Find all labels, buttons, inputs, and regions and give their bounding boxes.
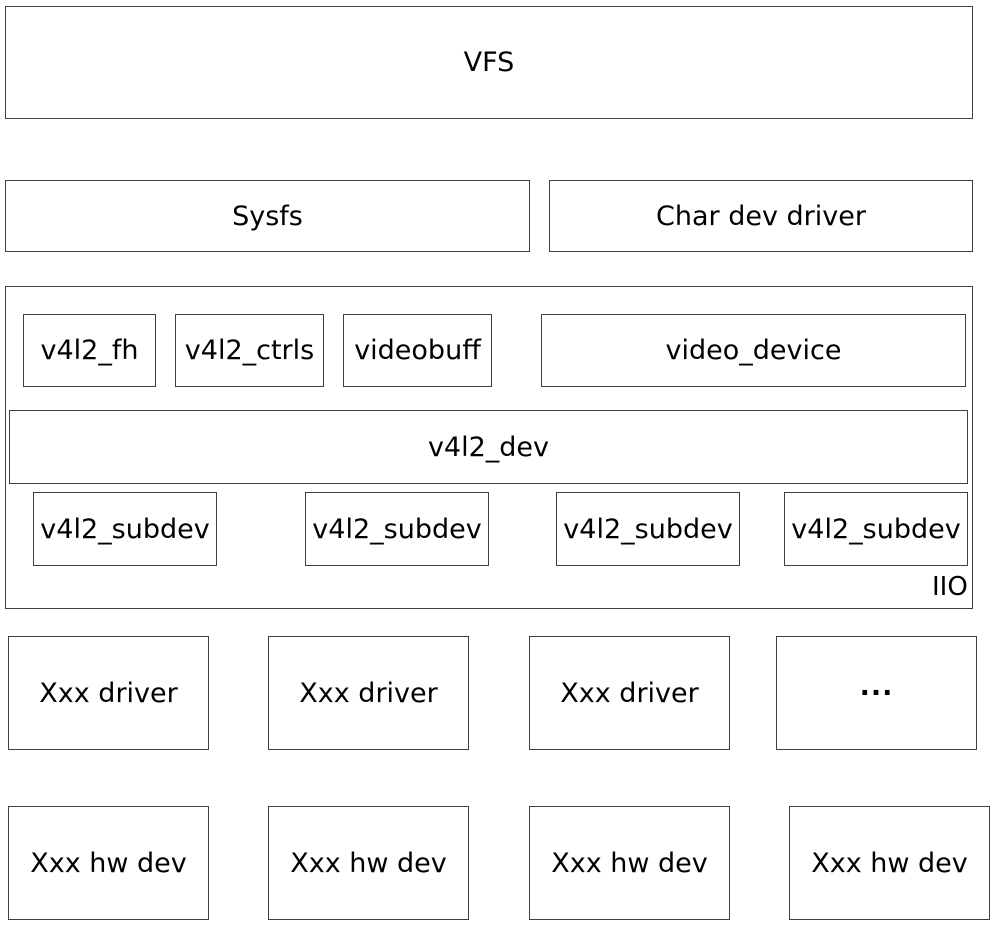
v4l2-subdev-label: v4l2_subdev: [563, 513, 733, 545]
v4l2-subdev-block: v4l2_subdev: [556, 492, 740, 566]
driver-label: Xxx driver: [299, 677, 438, 709]
hw-dev-block: Xxx hw dev: [529, 806, 730, 920]
hw-dev-block: Xxx hw dev: [268, 806, 469, 920]
v4l2-subdev-label: v4l2_subdev: [40, 513, 210, 545]
driver-block: Xxx driver: [8, 636, 209, 750]
v4l2-subdev-label: v4l2_subdev: [791, 513, 961, 545]
hw-dev-label: Xxx hw dev: [811, 847, 968, 879]
hw-dev-block: Xxx hw dev: [789, 806, 990, 920]
vfs-block: VFS: [5, 6, 973, 119]
hw-dev-block: Xxx hw dev: [8, 806, 209, 920]
hw-dev-label: Xxx hw dev: [30, 847, 187, 879]
char-dev-driver-label: Char dev driver: [656, 200, 866, 232]
videobuff-block: videobuff: [343, 314, 492, 387]
sysfs-label: Sysfs: [232, 200, 303, 232]
v4l2-dev-label: v4l2_dev: [427, 431, 550, 463]
v4l2-subdev-block: v4l2_subdev: [305, 492, 489, 566]
hw-dev-label: Xxx hw dev: [290, 847, 447, 879]
v4l2-ctrls-label: v4l2_ctrls: [184, 335, 315, 366]
hw-dev-label: Xxx hw dev: [551, 847, 708, 879]
videobuff-label: videobuff: [354, 335, 481, 366]
driver-block: Xxx driver: [268, 636, 469, 750]
sysfs-block: Sysfs: [5, 180, 530, 252]
iio-label: IIO: [932, 572, 968, 602]
v4l2-subdev-block: v4l2_subdev: [33, 492, 217, 566]
driver-block: Xxx driver: [529, 636, 730, 750]
v4l2-fh-label: v4l2_fh: [40, 335, 139, 366]
v4l2-dev-block: v4l2_dev: [9, 410, 968, 484]
char-dev-driver-block: Char dev driver: [549, 180, 973, 252]
v4l2-ctrls-block: v4l2_ctrls: [175, 314, 324, 387]
v4l2-subdev-block: v4l2_subdev: [784, 492, 968, 566]
v4l2-fh-block: v4l2_fh: [23, 314, 156, 387]
ellipsis-block: ···: [776, 636, 977, 750]
v4l2-subdev-label: v4l2_subdev: [312, 513, 482, 545]
driver-label: Xxx driver: [39, 677, 178, 709]
video-device-block: video_device: [541, 314, 966, 387]
ellipsis-label: ···: [859, 677, 894, 709]
driver-label: Xxx driver: [560, 677, 699, 709]
vfs-label: VFS: [463, 47, 515, 78]
video-device-label: video_device: [665, 335, 842, 366]
